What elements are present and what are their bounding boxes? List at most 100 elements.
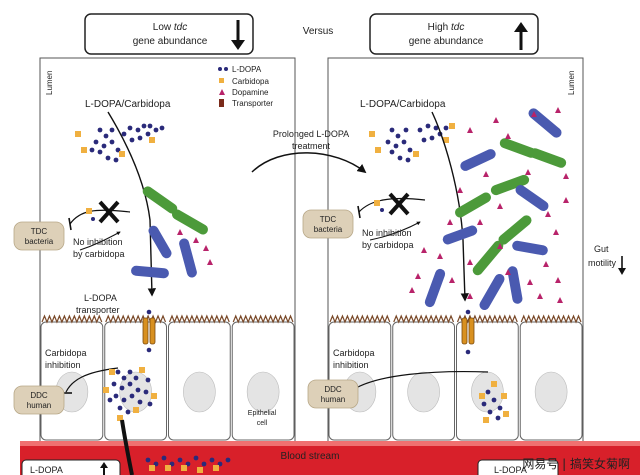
right-no-inhibition-line1: No inhibition <box>362 228 412 238</box>
dopamine-triangle <box>505 269 511 275</box>
blue-bacterium <box>179 238 197 278</box>
blue-bacterium <box>148 225 172 259</box>
ldopa-dot <box>121 131 127 137</box>
header-right-box: High tdc gene abundance <box>369 13 539 55</box>
versus-label: Versus <box>303 26 334 37</box>
green-bacterium <box>498 215 532 245</box>
dopamine-triangle <box>555 277 561 283</box>
blue-bacterium <box>460 149 496 171</box>
carbidopa-square <box>503 411 509 417</box>
dopamine-triangle <box>467 127 473 133</box>
right-bacteria-group <box>424 108 567 310</box>
ldopa-dot <box>485 389 491 395</box>
ldopa-dot <box>389 149 395 155</box>
green-bacterium <box>142 186 178 214</box>
legend-ldopa-label: L-DOPA <box>232 65 262 74</box>
ldopa-dot <box>97 127 103 133</box>
carbidopa-square <box>491 381 497 387</box>
left-lumen-particles <box>75 123 165 163</box>
ldopa-dot <box>101 143 107 149</box>
arrow-up-icon <box>514 22 528 50</box>
ldopa-dot <box>481 401 487 407</box>
green-bacterium <box>490 174 530 196</box>
ldopa-dot <box>121 397 127 403</box>
left-carbidopa-inhibition-line1: Carbidopa <box>45 348 87 358</box>
legend-dopamine-label: Dopamine <box>232 88 269 97</box>
carbidopa-square <box>133 407 139 413</box>
microvilli <box>41 314 103 324</box>
ldopa-dot <box>137 135 143 141</box>
header-right-line2: gene abundance <box>409 36 484 47</box>
ldopa-dot <box>129 393 135 399</box>
epithelial-cell-line1: Epithelial <box>248 410 277 417</box>
bottom-left-ldopa-label: L-DOPA <box>30 465 63 475</box>
blue-bacterium <box>131 265 169 279</box>
ldopa-dot <box>161 455 167 461</box>
dopamine-triangle <box>483 171 489 177</box>
carbidopa-square <box>117 415 123 421</box>
carbidopa-square <box>139 367 145 373</box>
bottom-right-ldopa-box: L-DOPA <box>477 459 559 475</box>
right-dopamine-particles <box>409 107 569 303</box>
header-left-line1: Low <box>153 22 174 33</box>
ldopa-dot <box>103 133 109 139</box>
ldopa-dot <box>193 455 199 461</box>
gut-motility-line2: motility <box>588 258 617 268</box>
carbidopa-square <box>75 131 81 137</box>
ldopa-dot <box>389 127 395 133</box>
right-carbidopa-inhibition-line2: inhibition <box>333 360 369 370</box>
dopamine-triangle <box>177 229 183 235</box>
dopamine-triangle <box>505 133 511 139</box>
dopamine-triangle <box>525 169 531 175</box>
ldopa-dot <box>397 155 403 161</box>
microvilli <box>520 314 582 324</box>
ldopa-dot <box>405 157 411 163</box>
watermark: 网易号 | 搞笑女菊啊 <box>522 456 630 471</box>
right-inhibition-line <box>358 197 426 213</box>
carbidopa-square <box>103 387 109 393</box>
right-lumen-particles <box>369 123 455 163</box>
carbidopa-square <box>449 123 455 129</box>
left-bacteria-group <box>131 186 213 279</box>
green-bacterium <box>529 148 567 168</box>
carbidopa-square <box>149 465 155 471</box>
carbidopa-square <box>109 369 115 375</box>
carbidopa-square <box>181 465 187 471</box>
dopamine-triangle <box>557 297 563 303</box>
arrow-down-icon <box>231 20 245 50</box>
ldopa-dot <box>385 139 391 145</box>
carbidopa-square <box>213 465 219 471</box>
blue-bacterium <box>479 274 505 310</box>
ldopa-dot <box>93 139 99 145</box>
ldopa-dot <box>113 393 119 399</box>
blue-bacterium <box>528 108 562 138</box>
header-left-box: Low tdc gene abundance <box>84 13 254 55</box>
blood-stream: Blood stream <box>20 441 640 475</box>
legend-transporter-label: Transporter <box>232 99 273 108</box>
right-carbidopa-inhibition-line1: Carbidopa <box>333 348 375 358</box>
dopamine-triangle <box>553 229 559 235</box>
microvilli <box>105 314 167 324</box>
ldopa-dot <box>137 399 143 405</box>
ldopa-dot <box>425 123 431 129</box>
dopamine-triangle <box>555 107 561 113</box>
ldopa-dot <box>115 369 121 375</box>
ldopa-dot <box>109 139 115 145</box>
left-transporter-label-line1: L-DOPA <box>84 293 117 303</box>
cell-nucleus <box>246 371 280 413</box>
svg-text:High tdc: High tdc <box>428 22 465 33</box>
ldopa-dot <box>145 457 151 463</box>
carbidopa-square <box>151 393 157 399</box>
ldopa-dot <box>201 461 207 467</box>
dopamine-triangle <box>447 219 453 225</box>
ldopa-dot <box>407 147 413 153</box>
blood-stream-label: Blood stream <box>281 451 340 462</box>
dopamine-triangle <box>409 287 415 293</box>
carbidopa-square <box>483 417 489 423</box>
microvilli <box>168 314 230 324</box>
ldopa-dot <box>393 143 399 149</box>
blue-bacterium <box>507 266 523 304</box>
cell-nucleus <box>534 371 568 413</box>
ldopa-dot <box>127 125 133 131</box>
microvilli <box>232 314 294 324</box>
